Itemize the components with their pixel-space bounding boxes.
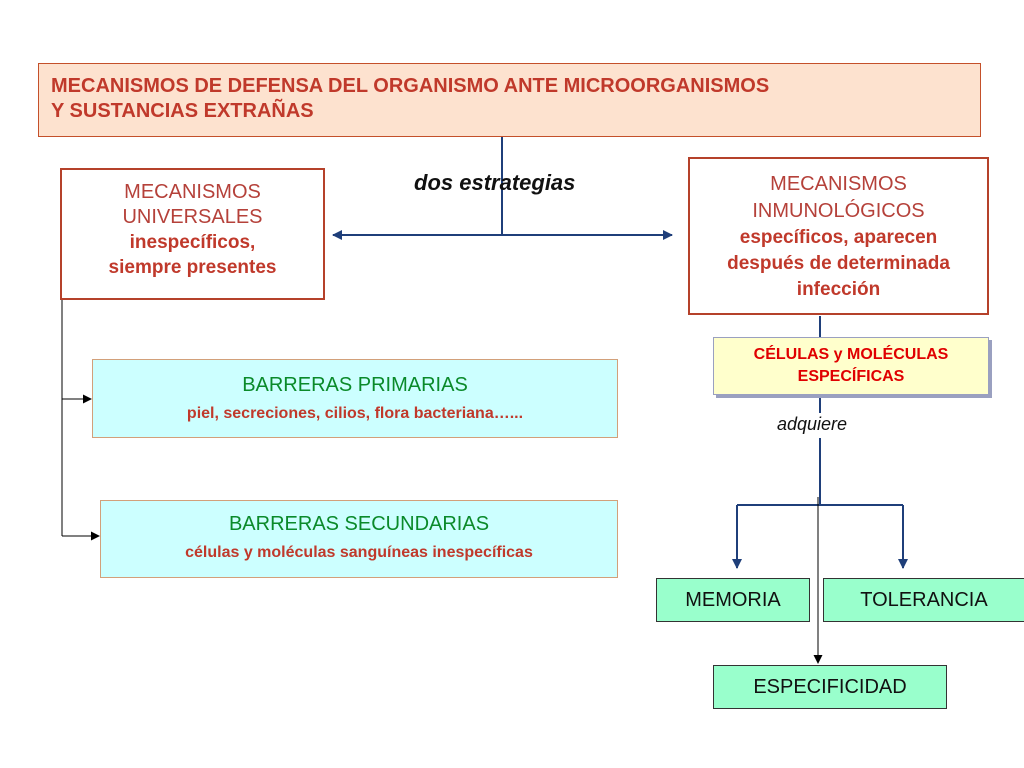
celulas-line1: CÉLULAS y MOLÉCULAS bbox=[753, 346, 949, 363]
barreras-secundarias-title: BARRERAS SECUNDARIAS bbox=[228, 513, 490, 535]
universales-line1: MECANISMOS bbox=[124, 181, 261, 203]
adquiere-label: adquiere bbox=[777, 414, 848, 434]
mecanismos-inmunologicos-box: MECANISMOS INMUNOLÓGICOS específicos, ap… bbox=[688, 157, 989, 315]
barreras-secundarias-detail: células y moléculas sanguíneas inespecíf… bbox=[185, 544, 533, 561]
universales-line3: inespecíficos, bbox=[129, 232, 256, 253]
main-title-line2: Y SUSTANCIAS EXTRAÑAS bbox=[51, 100, 314, 122]
memoria-box: MEMORIA bbox=[656, 578, 810, 622]
main-title-box: MECANISMOS DE DEFENSA DEL ORGANISMO ANTE… bbox=[38, 63, 981, 137]
universales-line4: siempre presentes bbox=[108, 257, 277, 278]
universales-line2: UNIVERSALES bbox=[122, 206, 263, 228]
barreras-secundarias-box: BARRERAS SECUNDARIAS células y moléculas… bbox=[100, 500, 618, 578]
mecanismos-universales-box: MECANISMOS UNIVERSALES inespecíficos, si… bbox=[60, 168, 325, 300]
celulas-moleculas-box: CÉLULAS y MOLÉCULAS ESPECÍFICAS bbox=[713, 337, 989, 395]
main-title-line1: MECANISMOS DE DEFENSA DEL ORGANISMO ANTE… bbox=[51, 75, 770, 97]
tolerancia-box: TOLERANCIA bbox=[823, 578, 1024, 622]
celulas-line2: ESPECÍFICAS bbox=[797, 368, 905, 385]
especificidad-box: ESPECIFICIDAD bbox=[713, 665, 947, 709]
inmunologicos-line5: infección bbox=[796, 279, 881, 300]
inmunologicos-line2: INMUNOLÓGICOS bbox=[752, 200, 925, 222]
dos-estrategias-label: dos estrategias bbox=[414, 170, 576, 195]
inmunologicos-line1: MECANISMOS bbox=[770, 173, 907, 195]
barreras-primarias-title: BARRERAS PRIMARIAS bbox=[242, 374, 468, 396]
inmunologicos-line4: después de determinada bbox=[727, 253, 950, 274]
barreras-primarias-box: BARRERAS PRIMARIAS piel, secreciones, ci… bbox=[92, 359, 618, 438]
barreras-primarias-detail: piel, secreciones, cilios, flora bacteri… bbox=[186, 405, 524, 422]
inmunologicos-line3: específicos, aparecen bbox=[739, 227, 938, 248]
